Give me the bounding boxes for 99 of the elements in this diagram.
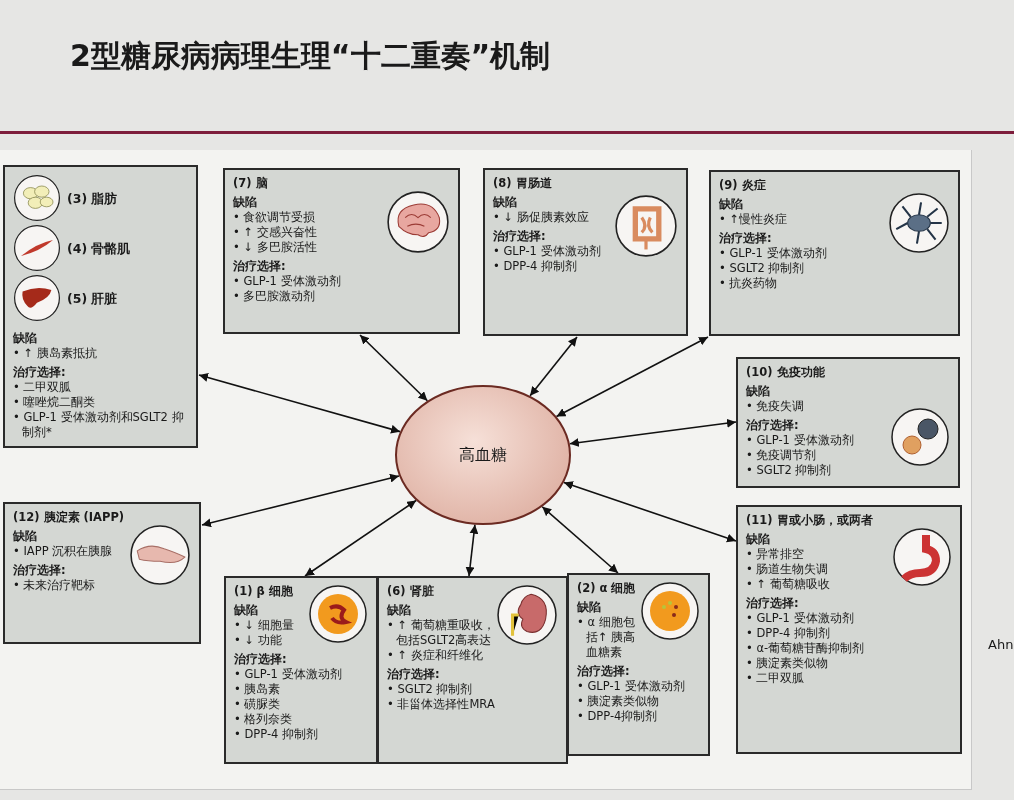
bullet-item: • DPP-4 抑制剂 bbox=[493, 259, 579, 274]
section-heading: 缺陷 bbox=[719, 197, 744, 212]
section-heading: 缺陷 bbox=[13, 331, 38, 346]
section-heading: 缺陷 bbox=[233, 195, 258, 210]
bullet-item: • ↓ 功能 bbox=[234, 633, 283, 648]
double-arrow bbox=[541, 505, 619, 574]
bullet-item: • 二甲双胍 bbox=[746, 671, 806, 686]
info-box bbox=[736, 505, 962, 754]
organ-label: (5) 肝脏 bbox=[67, 290, 118, 306]
bullet-item: • ↑慢性炎症 bbox=[719, 212, 789, 227]
box-title: (1) β 细胞 bbox=[234, 584, 294, 599]
bullet-item: • GLP-1 受体激动剂 bbox=[493, 244, 602, 259]
bullet-item: • ↑ 葡萄糖吸收 bbox=[746, 577, 831, 592]
bullet-item: • 二甲双胍 bbox=[13, 380, 73, 395]
section-heading: 治疗选择: bbox=[234, 652, 288, 667]
bullet-item: • GLP-1 受体激动剂 bbox=[234, 667, 343, 682]
double-arrow bbox=[529, 336, 578, 397]
bullet-item: • SGLT2 抑制剂 bbox=[746, 463, 833, 478]
bullet-item: • α-葡萄糖苷酶抑制剂 bbox=[746, 641, 866, 656]
info-box bbox=[224, 576, 378, 764]
bullet-item: • 噻唑烷二酮类 bbox=[13, 395, 97, 410]
bullet-item: • 胰淀素类似物 bbox=[746, 656, 830, 671]
info-box bbox=[3, 502, 201, 644]
section-heading: 缺陷 bbox=[13, 529, 38, 544]
bullet-item: • GLP-1 受体激动剂 bbox=[746, 611, 855, 626]
info-box bbox=[736, 357, 960, 488]
box-title: (7) 脑 bbox=[233, 176, 269, 191]
info-box bbox=[223, 168, 460, 334]
double-arrow bbox=[198, 373, 401, 434]
ellipse-label: 高血糖 bbox=[459, 444, 507, 466]
section-heading: 缺陷 bbox=[234, 603, 259, 618]
citation-text: Ahn bbox=[988, 637, 1014, 652]
box-title: (8) 胃肠道 bbox=[493, 176, 553, 191]
section-heading: 治疗选择: bbox=[746, 596, 800, 611]
box-title: (9) 炎症 bbox=[719, 178, 767, 193]
bullet-item: • 肠道生物失调 bbox=[746, 562, 830, 577]
bullet-item: • ↑ 胰岛素抵抗 bbox=[13, 346, 98, 361]
bullet-item: • 食欲调节受损 bbox=[233, 210, 317, 225]
double-arrow bbox=[304, 499, 417, 577]
bullet-item: • SGLT2 抑制剂 bbox=[387, 682, 474, 697]
section-heading: 治疗选择: bbox=[13, 365, 67, 380]
double-arrow bbox=[569, 418, 737, 447]
section-heading: 治疗选择: bbox=[233, 259, 287, 274]
bullet-item: • ↑ 葡萄糖重吸收，包括SGLT2高表达 bbox=[387, 618, 496, 648]
info-box bbox=[3, 165, 198, 448]
section-heading: 缺陷 bbox=[493, 195, 518, 210]
bullet-item: • GLP-1 受体激动剂 bbox=[719, 246, 828, 261]
bullet-item: • ↓ 肠促胰素效应 bbox=[493, 210, 590, 225]
bullet-item: • SGLT2 抑制剂 bbox=[719, 261, 806, 276]
bullet-item: • 胰淀素类似物 bbox=[577, 694, 661, 709]
section-heading: 治疗选择: bbox=[746, 418, 800, 433]
bullet-item: • DPP-4 抑制剂 bbox=[746, 626, 832, 641]
section-heading: 治疗选择: bbox=[493, 229, 547, 244]
section-heading: 治疗选择: bbox=[13, 563, 67, 578]
bullet-item: • 多巴胺激动剂 bbox=[233, 289, 317, 304]
bullet-item: • GLP-1 受体激动剂和SGLT2 抑制剂* bbox=[13, 410, 185, 440]
bullet-item: • DPP-4 抑制剂 bbox=[234, 727, 320, 742]
double-arrow bbox=[465, 523, 479, 577]
bullet-item: • 胰岛素 bbox=[234, 682, 282, 697]
section-heading: 治疗选择: bbox=[387, 667, 441, 682]
section-heading: 缺陷 bbox=[746, 384, 771, 399]
info-box bbox=[567, 573, 710, 756]
organ-label: (4) 骨骼肌 bbox=[67, 240, 131, 256]
double-arrow bbox=[563, 481, 737, 543]
bullet-item: • 抗炎药物 bbox=[719, 276, 779, 291]
organ-label: (3) 脂肪 bbox=[67, 190, 118, 206]
bullet-item: • ↓ 多巴胺活性 bbox=[233, 240, 318, 255]
info-box bbox=[709, 170, 960, 336]
box-title: (10) 免疫功能 bbox=[746, 365, 826, 380]
bullet-item: • 格列奈类 bbox=[234, 712, 294, 727]
bullet-item: • 免疫调节剂 bbox=[746, 448, 818, 463]
bullet-item: • 非甾体选择性MRA bbox=[387, 697, 496, 712]
bullet-item: • IAPP 沉积在胰腺 bbox=[13, 544, 114, 559]
info-box bbox=[377, 576, 568, 764]
bullet-item: • 异常排空 bbox=[746, 547, 806, 562]
bullet-item: • ↑ 炎症和纤维化 bbox=[387, 648, 484, 663]
bullet-item: • GLP-1 受体激动剂 bbox=[233, 274, 342, 289]
bullet-item: • α 细胞包括↑ 胰高血糖素 bbox=[577, 615, 637, 660]
double-arrow bbox=[201, 473, 400, 528]
box-title: (11) 胃或小肠，或两者 bbox=[746, 513, 874, 528]
box-title: (6) 肾脏 bbox=[387, 584, 435, 599]
double-arrow bbox=[359, 334, 429, 402]
info-box bbox=[483, 168, 688, 336]
bullet-item: • 未来治疗靶标 bbox=[13, 578, 97, 593]
section-heading: 缺陷 bbox=[746, 532, 771, 547]
section-heading: 缺陷 bbox=[387, 603, 412, 618]
bullet-item: • ↓ 细胞量 bbox=[234, 618, 295, 633]
box-title: (2) α 细胞 bbox=[577, 581, 637, 596]
bullet-item: • GLP-1 受体激动剂 bbox=[746, 433, 855, 448]
bullet-item: • ↑ 交感兴奋性 bbox=[233, 225, 318, 240]
bullet-item: • 磺脲类 bbox=[234, 697, 282, 712]
section-heading: 治疗选择: bbox=[719, 231, 773, 246]
section-heading: 治疗选择: bbox=[577, 664, 631, 679]
box-title: (12) 胰淀素 (IAPP) bbox=[13, 510, 126, 525]
section-heading: 缺陷 bbox=[577, 600, 602, 615]
bullet-item: • DPP-4抑制剂 bbox=[577, 709, 659, 724]
bullet-item: • GLP-1 受体激动剂 bbox=[577, 679, 686, 694]
bullet-item: • 免疫失调 bbox=[746, 399, 806, 414]
slide-title: 2型糖尿病病理生理“十二重奏”机制 bbox=[70, 37, 551, 75]
